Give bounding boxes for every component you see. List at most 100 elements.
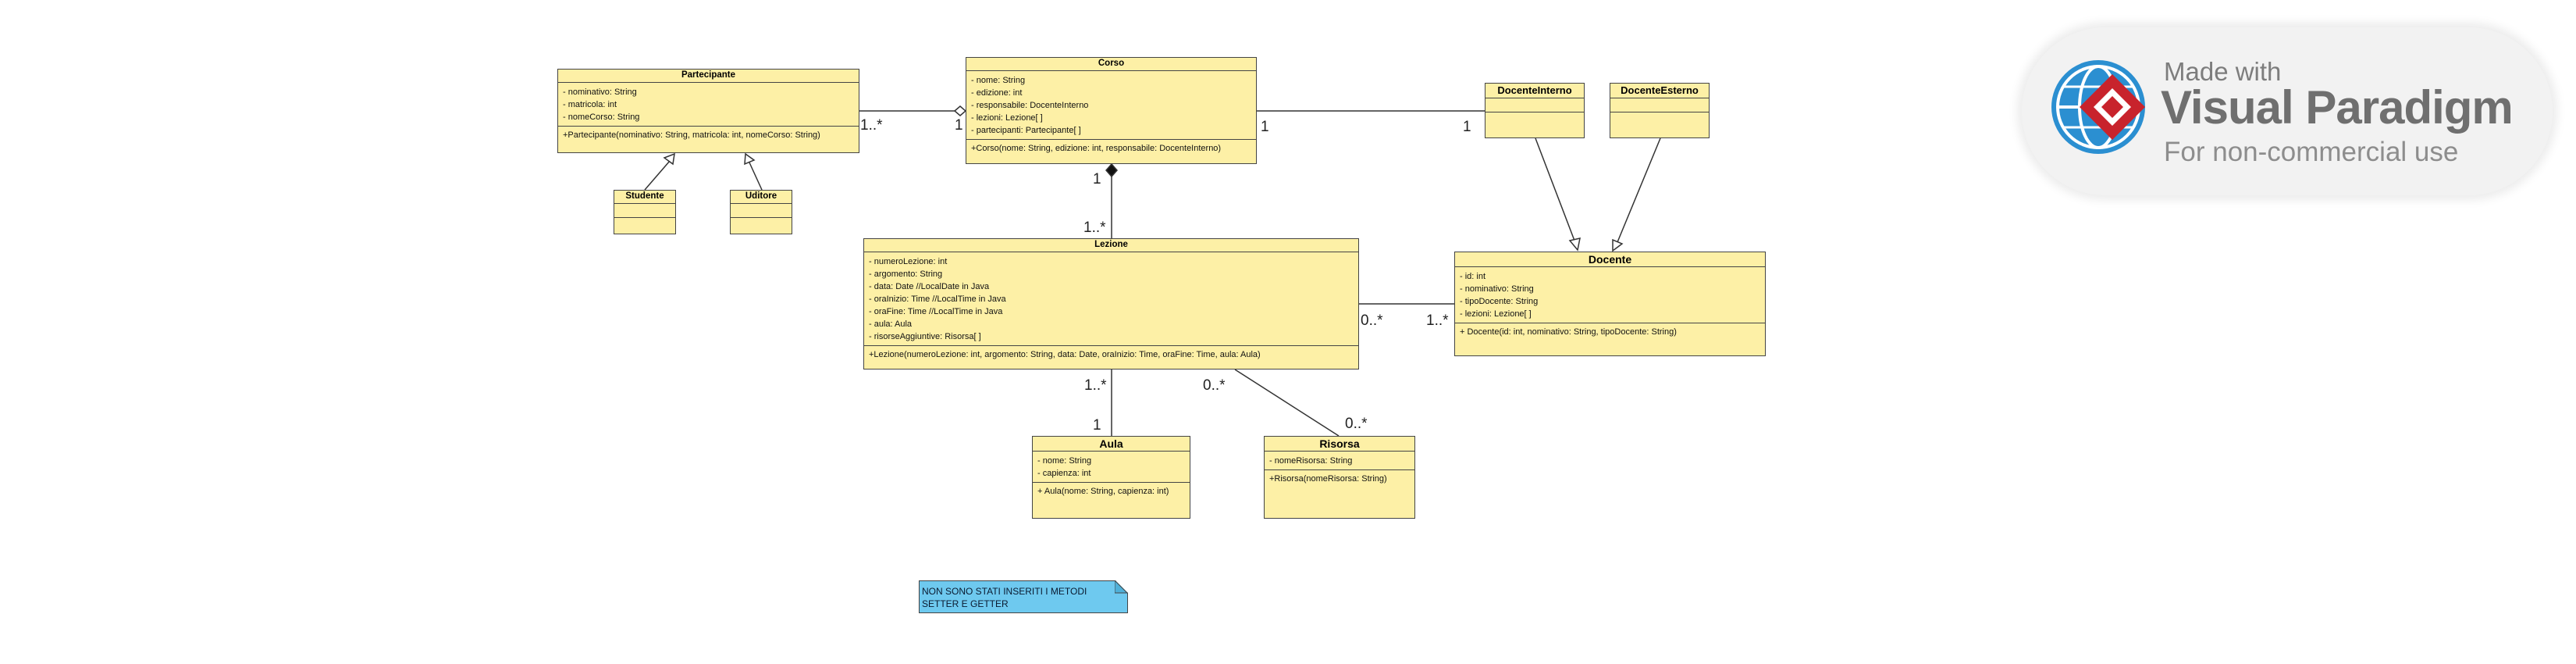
attribute: - nome: String [1037,456,1092,466]
multiplicity-label: 0..* [1203,377,1226,394]
class-name: Partecipante [558,70,859,83]
generalization-arrow-uditore [744,152,756,166]
attributes-compartment: - id: int - nominativo: String - tipoDoc… [1455,267,1765,323]
operation: +Lezione(numeroLezione: int, argomento: … [869,350,1261,359]
multiplicity-label: 0..* [1345,416,1368,432]
class-name: Corso [966,58,1256,71]
attribute: - nominativo: String [1460,284,1534,294]
note-fold-corner [1115,580,1128,594]
class-name: DocenteInterno [1485,84,1584,98]
attributes-compartment: - nome: String - capienza: int [1033,452,1190,483]
attribute: - matricola: int [563,100,617,109]
class-uditore[interactable]: Uditore [730,190,792,234]
class-corso[interactable]: Corso - nome: String - edizione: int - r… [966,57,1257,164]
watermark-made-with: Made with [2164,57,2282,86]
generalization-studente [644,160,671,191]
attributes-compartment: - nomeRisorsa: String [1265,452,1414,470]
class-lezione[interactable]: Lezione - numeroLezione: int - argomento… [863,238,1359,369]
generalization-uditore [749,162,763,191]
generalization-arrow-docenteinterno [1568,237,1581,252]
class-name: Docente [1455,252,1765,267]
class-name: DocenteEsterno [1610,84,1709,98]
multiplicity-label: 1..* [1083,220,1106,236]
note-text: SETTER E GETTER [922,598,1009,609]
operation: +Partecipante(nominativo: String, matric… [563,130,820,140]
multiplicity-label: 1 [1261,119,1269,135]
attributes-compartment [1610,98,1709,112]
attribute: - aula: Aula [869,320,913,329]
class-aula[interactable]: Aula - nome: String - capienza: int + Au… [1032,436,1190,519]
watermark: Made with Visual Paradigm For non-commer… [2022,27,2553,195]
visual-paradigm-logo-icon [2051,60,2145,154]
operations-compartment [1485,112,1584,117]
attribute: - numeroLezione: int [869,257,948,266]
class-docenteinterno[interactable]: DocenteInterno [1485,83,1585,138]
attributes-compartment: - numeroLezione: int - argomento: String… [864,252,1358,346]
class-partecipante[interactable]: Partecipante - nominativo: String - matr… [557,69,859,153]
class-docente[interactable]: Docente - id: int - nominativo: String -… [1454,252,1766,356]
operation: +Corso(nome: String, edizione: int, resp… [971,144,1222,153]
attribute: - id: int [1460,272,1486,281]
multiplicity-label: 0..* [1361,312,1383,329]
operations-compartment: +Lezione(numeroLezione: int, argomento: … [864,346,1358,363]
attribute: - capienza: int [1037,469,1091,478]
class-name: Studente [614,191,675,204]
class-name: Aula [1033,437,1190,452]
diagram-note[interactable]: NON SONO STATI INSERITI I METODI SETTER … [919,580,1128,613]
operations-compartment: +Risorsa(nomeRisorsa: String) [1265,470,1414,487]
multiplicity-label: 1 [1093,171,1101,187]
generalization-docenteinterno [1535,137,1575,241]
class-docenteesterno[interactable]: DocenteEsterno [1610,83,1710,138]
attribute: - lezioni: Lezione[ ] [1460,309,1532,319]
class-risorsa[interactable]: Risorsa - nomeRisorsa: String +Risorsa(n… [1264,436,1415,519]
attribute: - partecipanti: Partecipante[ ] [971,126,1081,135]
multiplicity-label: 1..* [1426,312,1449,329]
attribute: - lezioni: Lezione[ ] [971,113,1043,123]
operation: + Docente(id: int, nominativo: String, t… [1460,327,1677,337]
multiplicity-label: 1 [1463,119,1471,135]
watermark-brand: Visual Paradigm [2161,81,2514,134]
attribute: - nomeRisorsa: String [1269,456,1353,466]
attribute: - nominativo: String [563,87,637,97]
attribute: - nomeCorso: String [563,112,640,122]
attribute: - edizione: int [971,88,1023,98]
composition-diamond [1105,162,1118,178]
attributes-compartment [614,204,675,218]
operations-compartment [1610,112,1709,117]
attribute: - risorseAggiuntive: Risorsa[ ] [869,332,981,341]
multiplicity-label: 1..* [1084,377,1107,394]
association-lezione-risorsa [1234,369,1340,437]
generalization-arrow-studente [663,152,675,166]
attribute: - nome: String [971,76,1026,85]
class-name: Uditore [731,191,792,204]
generalization-docenteesterno [1617,137,1661,243]
operations-compartment: + Aula(nome: String, capienza: int) [1033,483,1190,500]
multiplicity-label: 1 [1093,417,1101,434]
attributes-compartment [1485,98,1584,112]
operation: + Aula(nome: String, capienza: int) [1037,487,1169,496]
attributes-compartment [731,204,792,218]
operations-compartment: +Partecipante(nominativo: String, matric… [558,127,859,144]
attribute: - oraInizio: Time //LocalTime in Java [869,295,1006,304]
operations-compartment: + Docente(id: int, nominativo: String, t… [1455,323,1765,341]
multiplicity-label: 1..* [860,117,883,134]
attribute: - argomento: String [869,270,943,279]
operations-compartment [614,218,675,223]
generalization-arrow-docenteesterno [1612,238,1624,252]
class-name: Risorsa [1265,437,1414,452]
class-name: Lezione [864,239,1358,252]
multiplicity-label: 1 [955,117,963,134]
attribute: - responsabile: DocenteInterno [971,101,1089,110]
class-studente[interactable]: Studente [614,190,676,234]
attribute: - tipoDocente: String [1460,297,1539,306]
attributes-compartment: - nominativo: String - matricola: int - … [558,83,859,127]
watermark-license: For non-commercial use [2164,137,2459,167]
operations-compartment [731,218,792,223]
note-text: NON SONO STATI INSERITI I METODI [922,586,1087,597]
operations-compartment: +Corso(nome: String, edizione: int, resp… [966,140,1256,157]
operation: +Risorsa(nomeRisorsa: String) [1269,474,1387,484]
attributes-compartment: - nome: String - edizione: int - respons… [966,71,1256,140]
attribute: - oraFine: Time //LocalTime in Java [869,307,1003,316]
attribute: - data: Date //LocalDate in Java [869,282,990,291]
